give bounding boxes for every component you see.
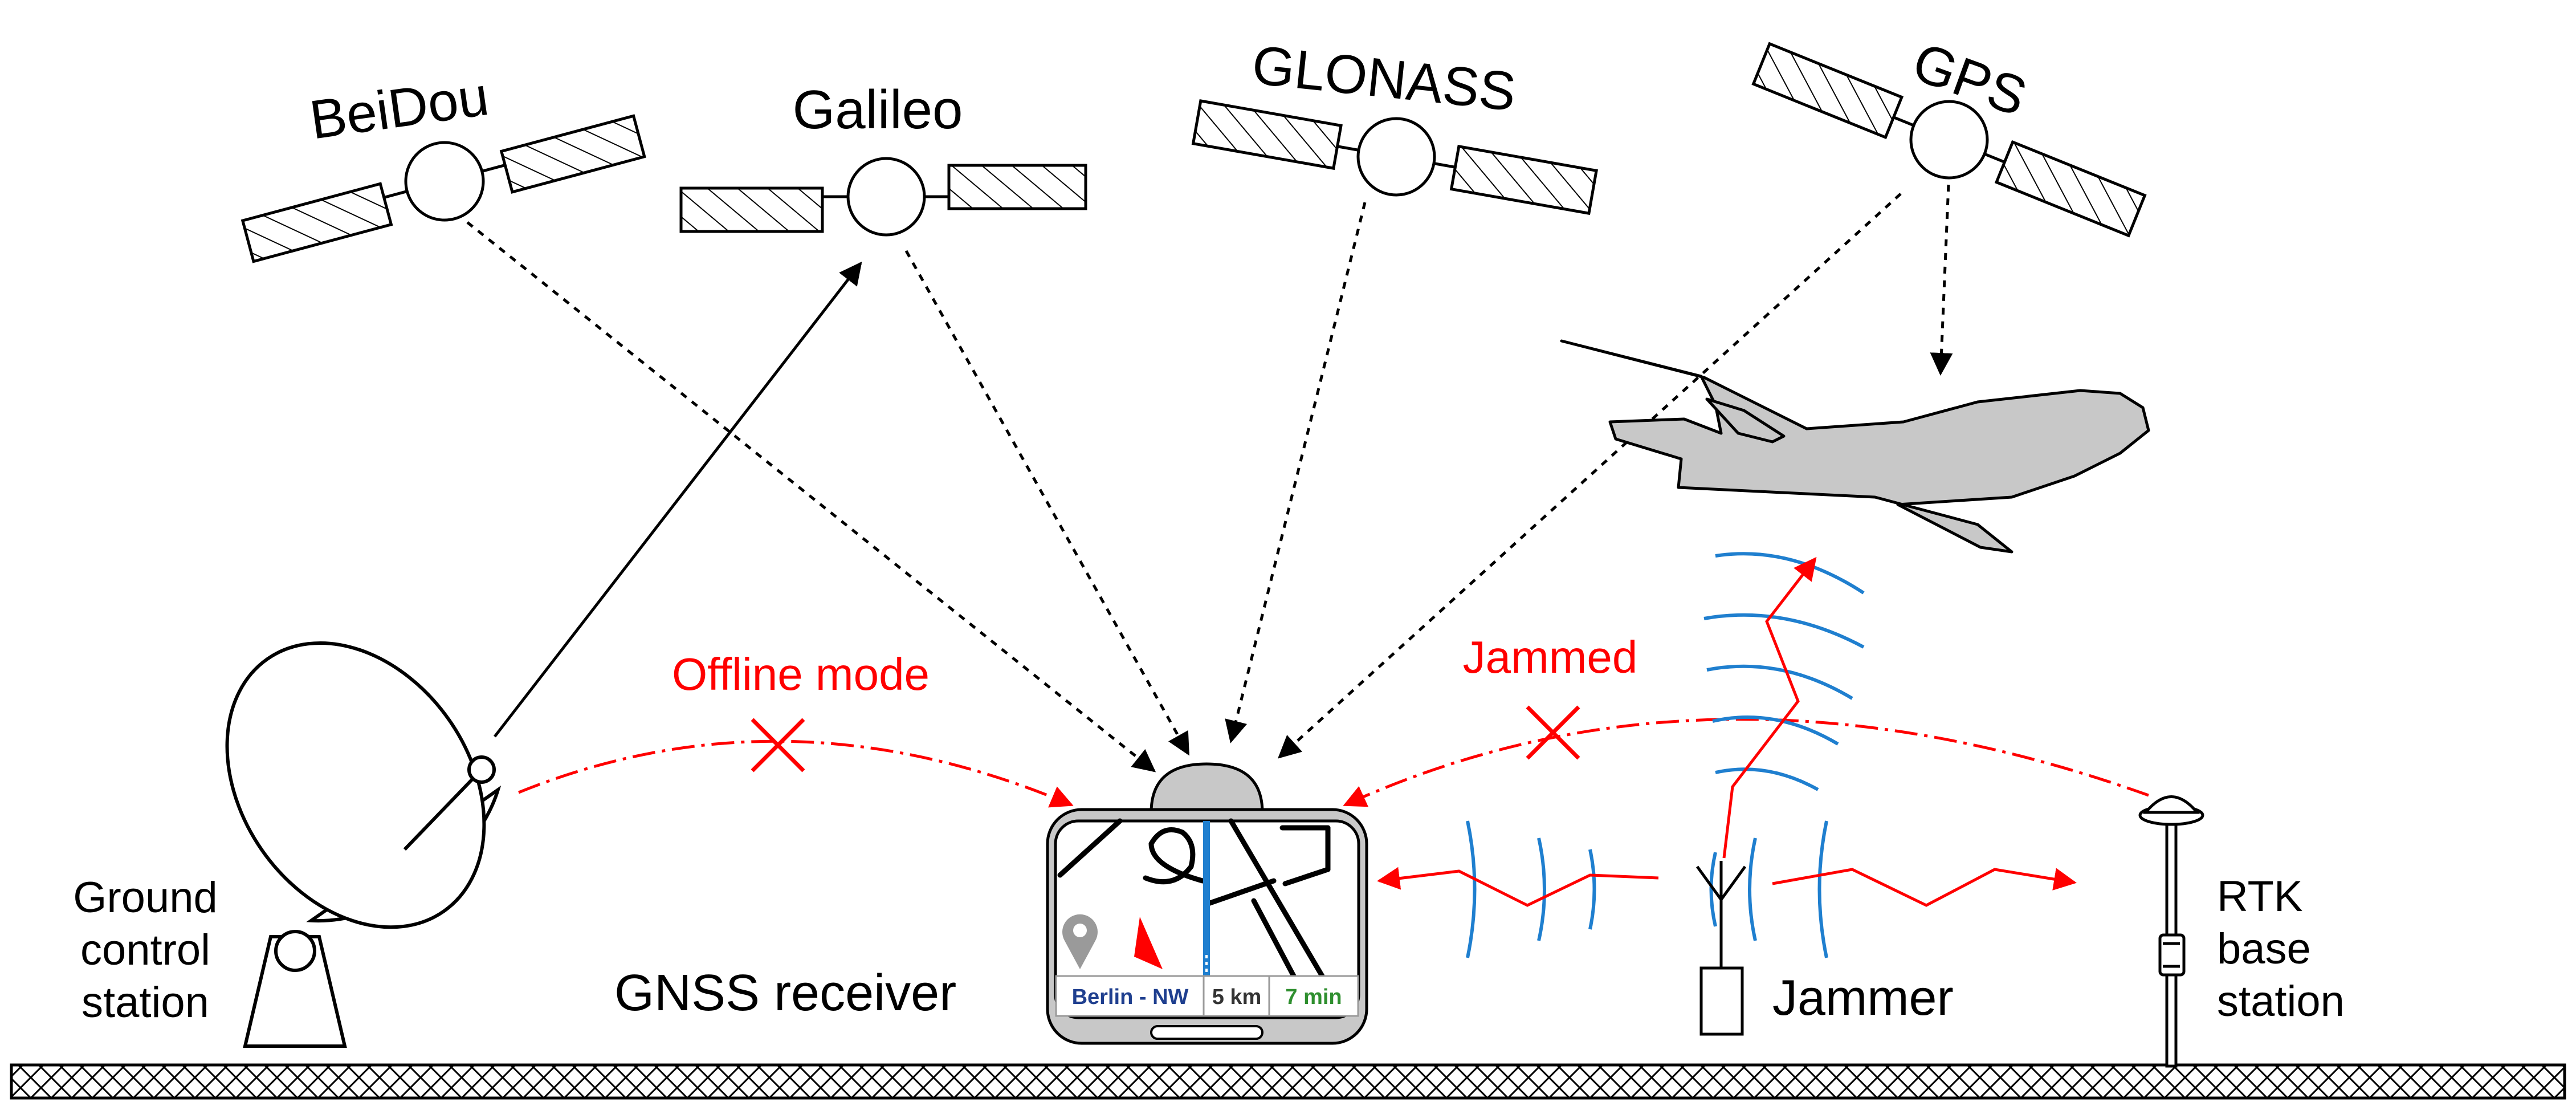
satellite-icon [679,157,1087,237]
rtk-label-line2: base [2217,925,2311,973]
satellite-signal-lines [466,170,1953,772]
satellite-gps: GPS [1751,31,2147,238]
airplane-icon [1560,339,2150,554]
glonass-signal [1225,202,1367,743]
galileo-label: Galileo [793,79,963,140]
status-bar [1055,975,1359,1017]
receiver-antenna-dome [1150,762,1264,814]
satellite-dish-icon [225,641,502,1048]
satellite-glonass: GLONASS [1191,34,1599,216]
offline-link-arc [518,739,1074,808]
gnss-receiver-label: GNSS receiver [614,965,956,1022]
home-button[interactable] [1150,1025,1263,1040]
beidou-signal [466,221,1156,772]
cross-mark-icon [1526,705,1580,760]
gps-signal [1278,193,1902,759]
jamming-waves [1466,552,1865,958]
jammed-label: Jammed [1463,632,1638,682]
ground-control-label-line1: Ground [73,873,218,922]
offline-mode-label: Offline mode [672,649,930,700]
jammer-label: Jammer [1772,969,1954,1026]
ground-control-label-line3: station [81,978,209,1027]
cross-mark-icon [751,718,805,772]
rtk-base-station [2138,795,2204,1068]
jamming-zigzags [1377,556,2077,907]
destination-text: Berlin - NW [1072,985,1189,1009]
map-roads [1057,818,1331,979]
map-pin-icon [1062,914,1098,969]
rtk-label-line3: station [2217,977,2345,1026]
gnss-receiver-device: Berlin - NW 5 km 7 min [1046,762,1368,1045]
navigation-arrow-icon [1134,917,1163,969]
beidou-label: BeiDou [306,66,492,151]
satellite-icon [241,114,646,263]
ground-control-label-line2: control [80,926,210,974]
ground-strip [10,1063,2566,1100]
satellite-icon [1191,99,1599,216]
antenna-icon [1695,861,1747,1036]
rtk-label-line1: RTK [2217,872,2303,921]
gps-to-airplane-signal [1930,170,1953,376]
time-text: 7 min [1285,985,1342,1009]
distance-text: 5 km [1212,985,1262,1009]
jammed-link-arc [1343,718,2149,807]
galileo-signal [904,250,1190,756]
uplink-arrow [494,261,862,738]
satellite-galileo: Galileo [679,79,1087,237]
satellite-beidou: BeiDou [241,66,646,263]
glonass-label: GLONASS [1249,34,1519,123]
satellite-icon [1751,42,2147,238]
